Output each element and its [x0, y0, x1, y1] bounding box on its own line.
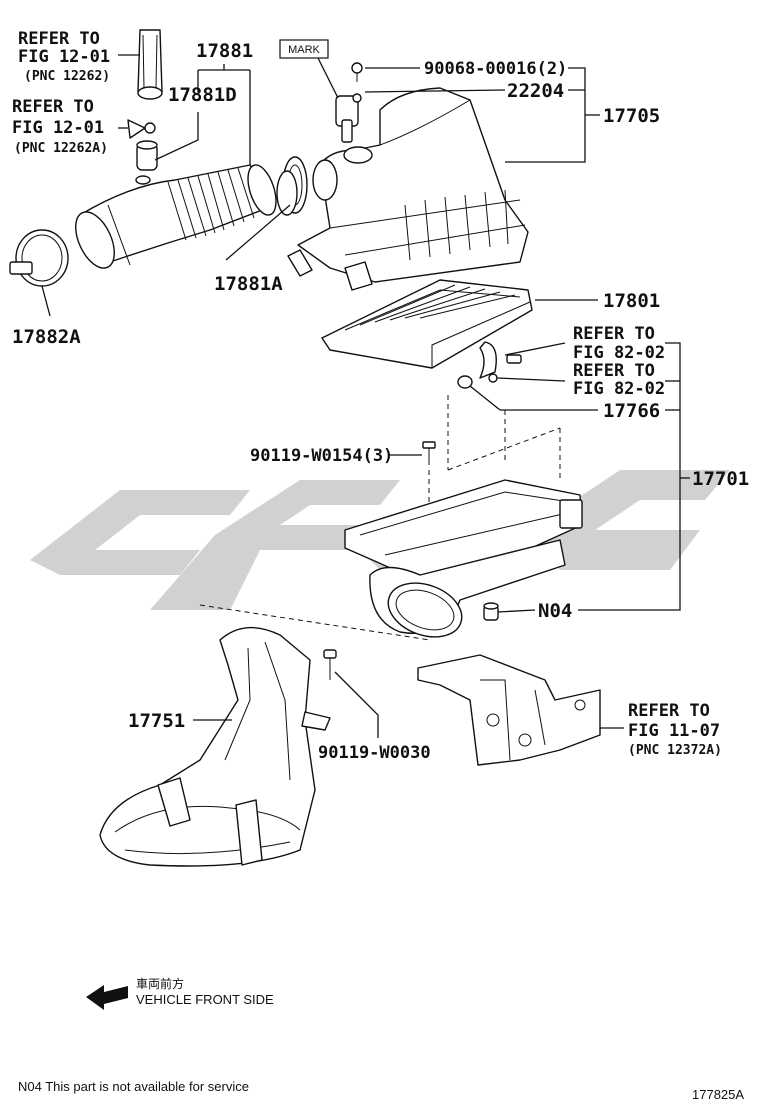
n04-footnote: N04 This part is not available for servi… [18, 1079, 249, 1094]
airflow-sensor-22204 [335, 93, 362, 143]
hose-connector [135, 140, 158, 185]
label-90068-00016: 90068-00016(2) [424, 59, 567, 79]
figure-code: 177825A [692, 1087, 744, 1102]
label-17801: 17801 [603, 290, 660, 312]
bolt-90119-w0154 [422, 441, 436, 465]
assembly-guide-lines [199, 395, 561, 641]
front-arrow-icon [86, 985, 128, 1010]
engine-mount-bracket [417, 654, 601, 766]
air-cleaner-cap-17705 [287, 87, 529, 291]
label-17881: 17881 [196, 40, 253, 62]
air-cleaner-case-17701 [344, 479, 583, 638]
grommet-n04 [483, 602, 499, 621]
label-n04: N04 [538, 600, 572, 622]
label-refer-fig-12-01-a-fig: FIG 12-01 [18, 47, 110, 67]
air-filter-element-17801 [321, 279, 533, 369]
bolt-90119-w0030 [323, 649, 337, 680]
bellows-hose-17881 [75, 164, 277, 269]
label-17881a: 17881A [214, 273, 283, 295]
inlet-duct-17751 [99, 626, 331, 867]
label-refer-fig-82-02-a-fig: FIG 82-02 [573, 343, 665, 363]
hose-clamp-17882a [9, 229, 69, 287]
label-refer-fig-12-01-a: REFER TO [18, 29, 100, 49]
leader-lines [41, 64, 690, 738]
label-17705: 17705 [603, 105, 660, 127]
label-pnc-12372a: (PNC 12372A) [628, 743, 722, 758]
label-90119-w0030: 90119-W0030 [318, 743, 431, 763]
label-refer-fig-12-01-b-fig: FIG 12-01 [12, 118, 104, 138]
label-pnc-12262: (PNC 12262) [24, 69, 110, 84]
small-clip [127, 119, 156, 139]
label-refer-fig-11-07: REFER TO [628, 701, 710, 721]
label-refer-fig-82-02-a: REFER TO [573, 324, 655, 344]
front-label-en: VEHICLE FRONT SIDE [136, 992, 274, 1007]
intake-hose-stub [137, 29, 163, 100]
label-refer-fig-11-07-fig: FIG 11-07 [628, 721, 720, 741]
label-17766: 17766 [603, 400, 660, 422]
front-label-jp: 車両前方 [136, 976, 184, 991]
label-refer-fig-82-02-b-fig: FIG 82-02 [573, 379, 665, 399]
label-pnc-12262a: (PNC 12262A) [14, 141, 108, 156]
label-90119-w0154: 90119-W0154(3) [250, 446, 393, 466]
gasket-ring-17881a [276, 156, 308, 216]
mount-bracket [479, 341, 522, 383]
label-17751: 17751 [128, 710, 185, 732]
vehicle-front-indicator: 車両前方 VEHICLE FRONT SIDE [86, 976, 274, 1010]
label-17882a: 17882A [12, 326, 81, 348]
label-22204: 22204 [507, 80, 564, 102]
grommet-17766 [457, 375, 473, 389]
label-17881d: 17881D [168, 84, 237, 106]
mark-label: MARK [288, 44, 320, 56]
label-17701: 17701 [692, 468, 749, 490]
mark-tag: MARK [279, 39, 339, 99]
screw-90068 [351, 62, 363, 82]
label-refer-fig-12-01-b: REFER TO [12, 97, 94, 117]
label-refer-fig-82-02-b: REFER TO [573, 361, 655, 381]
